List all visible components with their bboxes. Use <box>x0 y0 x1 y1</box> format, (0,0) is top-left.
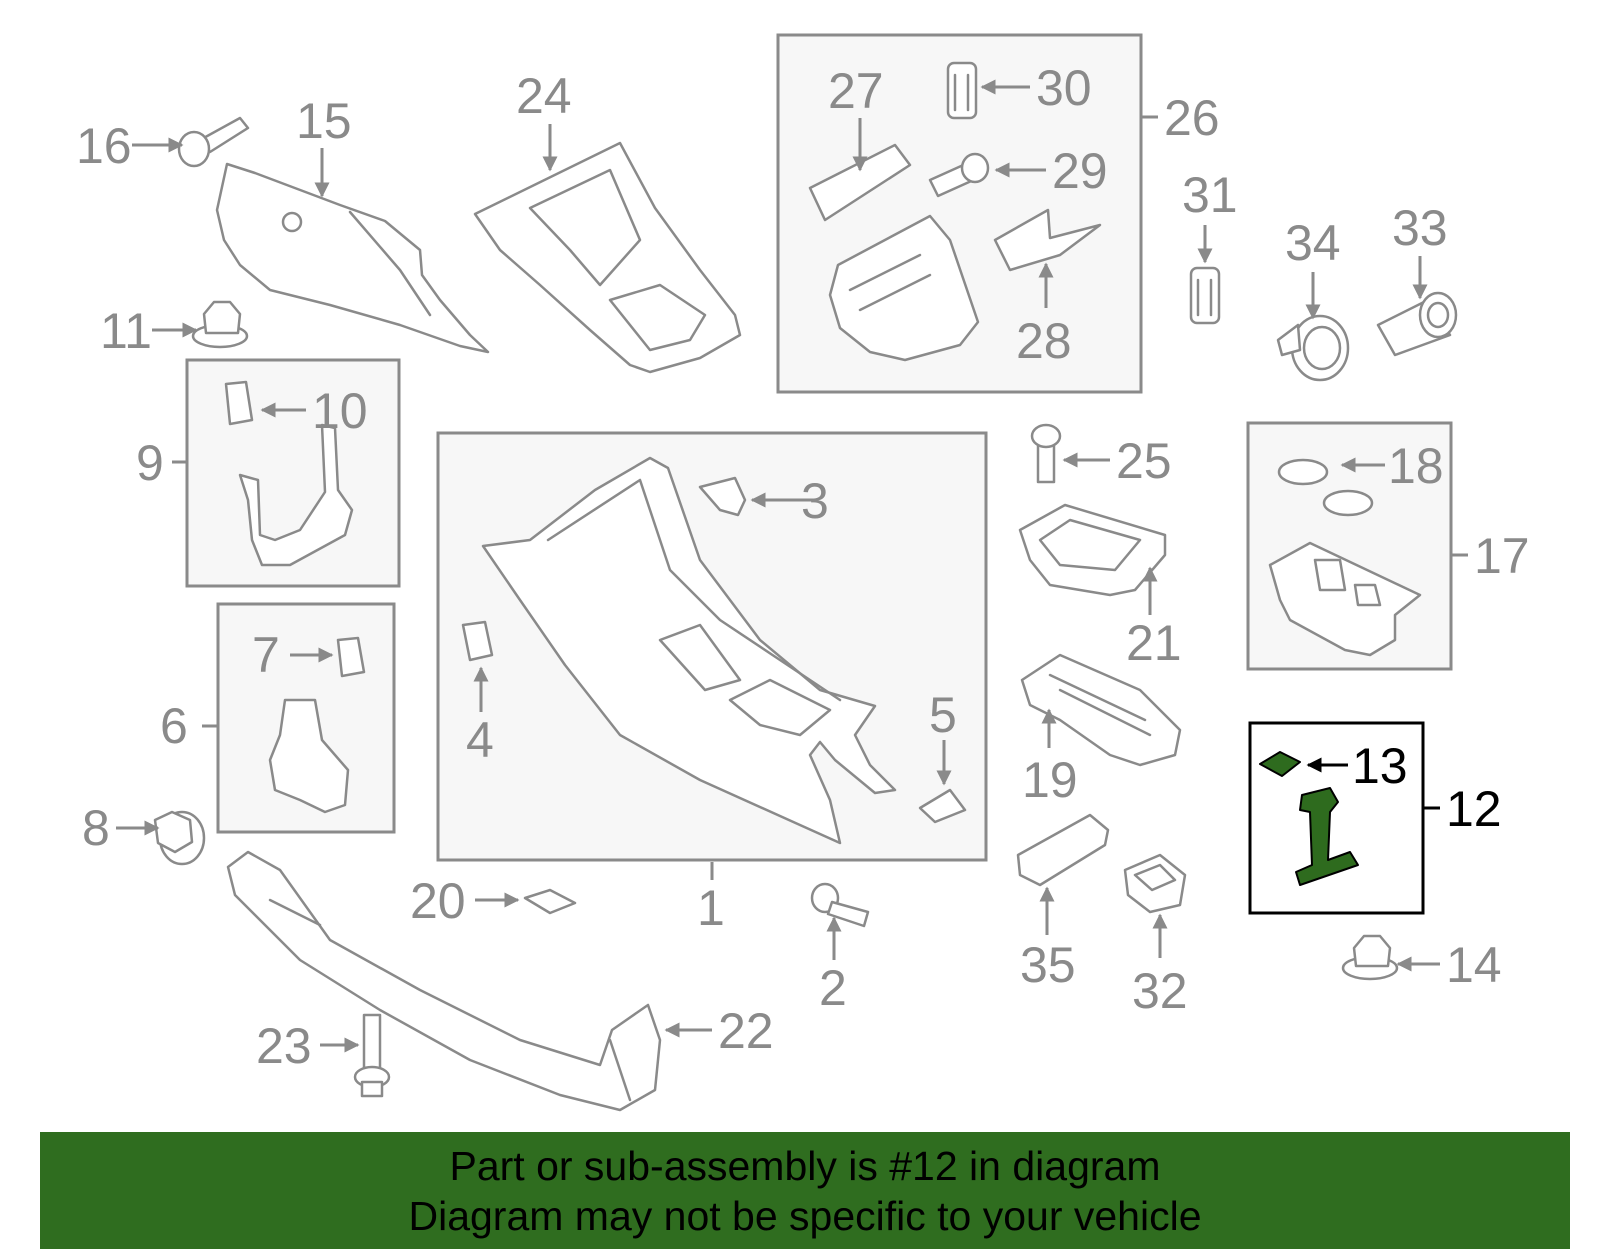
callout-labels: 1 2 3 4 5 6 7 8 9 10 11 12 13 14 15 16 1… <box>76 60 1530 1074</box>
part-30-clip[interactable] <box>946 61 978 120</box>
callout-32: 32 <box>1132 963 1188 1019</box>
part-13-clip-highlighted[interactable] <box>1259 751 1301 777</box>
part-18-gasket[interactable] <box>1277 458 1374 517</box>
banner-line-disclaimer: Diagram may not be specific to your vehi… <box>408 1192 1202 1239</box>
part-8-nut[interactable] <box>153 810 206 866</box>
part-35-switch[interactable] <box>1016 813 1110 887</box>
part-6-bracket[interactable] <box>268 698 350 814</box>
callout-15: 15 <box>296 93 352 149</box>
part-5-clip[interactable] <box>918 788 967 824</box>
callout-19: 19 <box>1022 752 1078 808</box>
callout-1: 1 <box>697 880 725 936</box>
part-9-bracket[interactable] <box>238 423 354 567</box>
part-10-clip[interactable] <box>224 380 254 426</box>
callout-34: 34 <box>1285 215 1341 271</box>
callout-22: 22 <box>718 1003 774 1059</box>
callout-26: 26 <box>1164 90 1220 146</box>
part-7-clip[interactable] <box>336 636 366 678</box>
part-26-bracket-assembly[interactable] <box>828 214 980 362</box>
callout-14: 14 <box>1446 937 1502 993</box>
callout-25: 25 <box>1116 433 1172 489</box>
callout-5: 5 <box>929 687 957 743</box>
callout-20: 20 <box>410 873 466 929</box>
callout-23: 23 <box>256 1018 312 1074</box>
callout-16: 16 <box>76 118 132 174</box>
part-11-nut[interactable] <box>191 300 249 349</box>
part-19-mat[interactable] <box>1020 653 1182 767</box>
callout-28: 28 <box>1016 313 1072 369</box>
callout-7: 7 <box>252 627 280 683</box>
part-25-bolt[interactable] <box>1030 423 1062 484</box>
part-29-bolt[interactable] <box>928 152 990 198</box>
callout-33: 33 <box>1392 200 1448 256</box>
callout-2: 2 <box>819 960 847 1016</box>
callout-8: 8 <box>82 800 110 856</box>
part-24-console-trim[interactable] <box>473 141 742 374</box>
part-15-side-panel[interactable] <box>215 162 490 354</box>
part-16-bolt[interactable] <box>177 116 250 168</box>
callout-11: 11 <box>100 303 152 359</box>
callout-24: 24 <box>516 68 572 124</box>
callout-4: 4 <box>466 712 494 768</box>
callout-29: 29 <box>1052 143 1108 199</box>
callout-12: 12 <box>1446 781 1502 837</box>
part-20-clip[interactable] <box>523 888 577 915</box>
callout-3: 3 <box>801 473 829 529</box>
part-28-bracket[interactable] <box>993 208 1102 272</box>
part-12-bracket-highlighted[interactable] <box>1295 787 1359 886</box>
part-2-bolt[interactable] <box>810 882 870 928</box>
callout-18: 18 <box>1388 438 1444 494</box>
callout-9: 9 <box>136 435 164 491</box>
callout-21: 21 <box>1126 615 1182 671</box>
part-34-ring[interactable] <box>1276 314 1350 382</box>
callout-17: 17 <box>1474 528 1530 584</box>
part-21-tray[interactable] <box>1018 503 1167 597</box>
info-banner: Part or sub-assembly is #12 in diagram D… <box>40 1132 1570 1249</box>
leader-lines <box>116 79 1468 1053</box>
part-3-clip[interactable] <box>698 476 747 517</box>
part-4-clip[interactable] <box>461 620 494 662</box>
part-22-duct[interactable] <box>226 850 662 1112</box>
callout-13: 13 <box>1352 738 1408 794</box>
part-23-bolt[interactable] <box>353 1013 391 1098</box>
part-1-center-console[interactable] <box>481 456 897 845</box>
part-31-clip[interactable] <box>1189 266 1221 325</box>
callout-30: 30 <box>1036 60 1092 116</box>
part-33-socket[interactable] <box>1376 291 1458 357</box>
callout-31: 31 <box>1182 167 1238 223</box>
part-17-cup-holder[interactable] <box>1268 541 1422 657</box>
callout-35: 35 <box>1020 937 1076 993</box>
part-32-switch[interactable] <box>1123 853 1187 914</box>
callout-6: 6 <box>160 698 188 754</box>
callout-27: 27 <box>828 63 884 119</box>
part-14-nut[interactable] <box>1341 934 1399 981</box>
banner-line-part-number: Part or sub-assembly is #12 in diagram <box>449 1142 1161 1189</box>
callout-10: 10 <box>312 383 368 439</box>
